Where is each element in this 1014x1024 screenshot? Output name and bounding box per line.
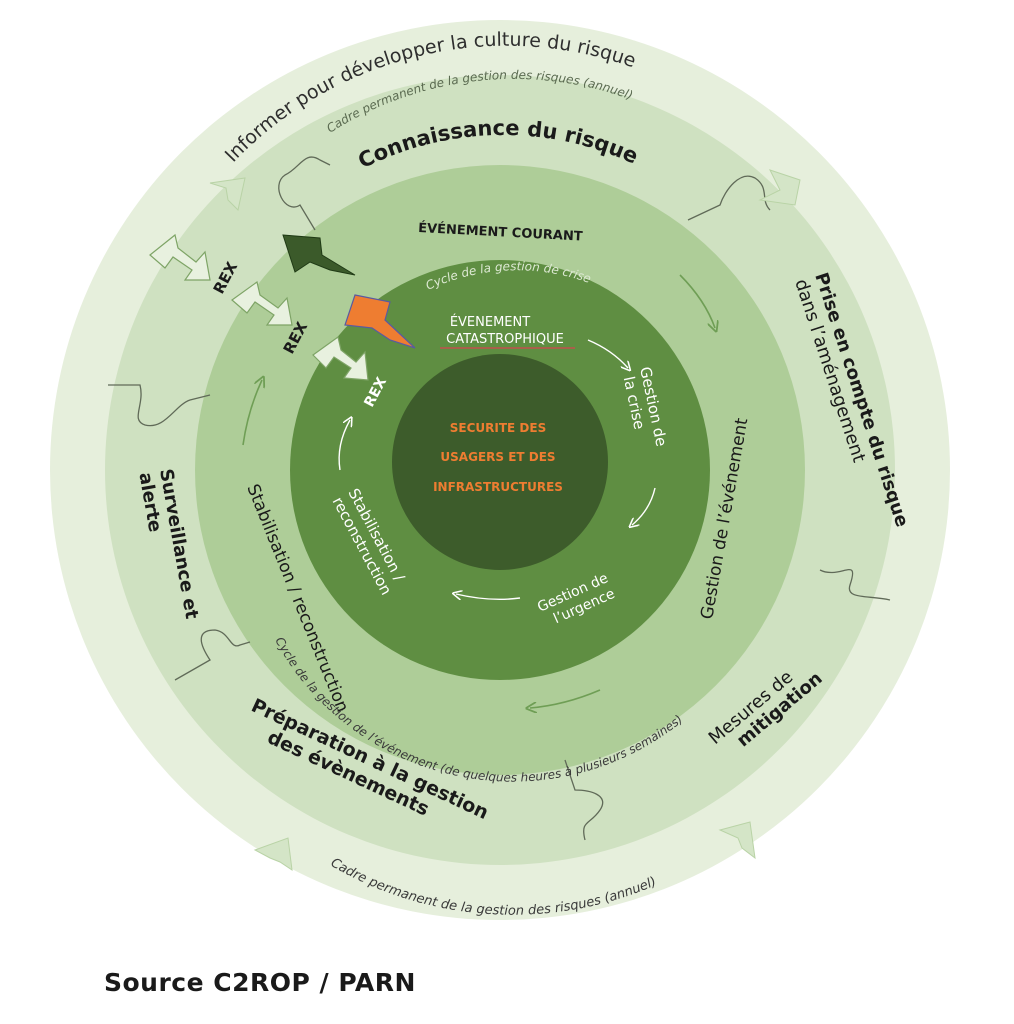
center-line2: usagers et des <box>440 450 555 464</box>
double-arrow-icon <box>231 280 293 326</box>
source-caption: Source C2ROP / PARN <box>104 968 416 997</box>
center-line1: Securite des <box>450 421 546 435</box>
outer-chevron-arrows <box>209 169 801 872</box>
center-circle <box>392 354 608 570</box>
lightning-icon <box>344 294 416 349</box>
chevron-icon <box>718 821 756 860</box>
evenement-catastrophique-line2: CATASTROPHIQUE <box>446 332 564 347</box>
chevron-icon <box>758 169 801 206</box>
chevron-icon <box>253 837 293 872</box>
rex-double-arrows <box>149 233 369 381</box>
crisis-ring-arrows <box>338 339 656 599</box>
chevron-icon <box>209 177 246 212</box>
lightning-icon <box>282 234 356 276</box>
event-ring-arrows <box>242 274 715 708</box>
evenement-catastrophique-line1: ÉVENEMENT <box>450 314 530 330</box>
double-arrow-icon <box>312 335 369 381</box>
center-line3: infrastructures <box>433 480 563 494</box>
double-arrow-icon <box>149 233 211 281</box>
